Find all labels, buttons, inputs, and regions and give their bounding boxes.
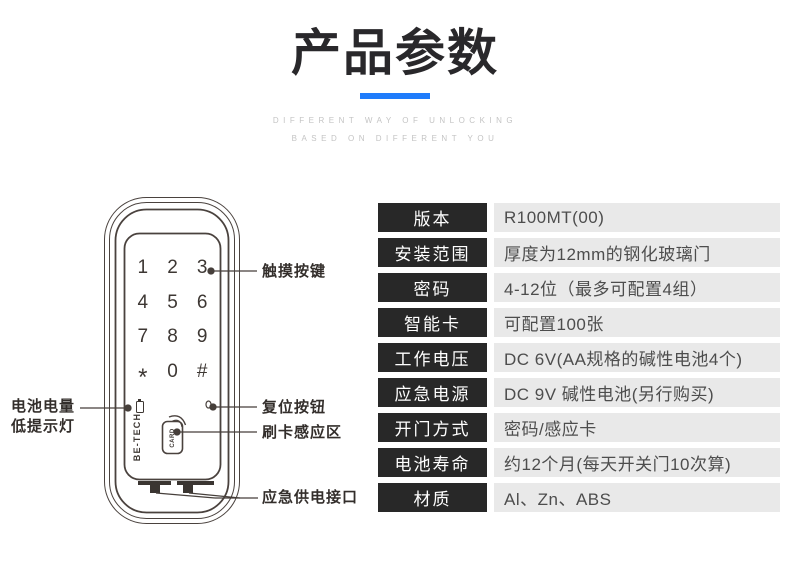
title-underline [360, 93, 430, 99]
subtitle: DIFFERENT WAY OF UNLOCKING BASED ON DIFF… [0, 112, 790, 148]
keypad-key: 3 [196, 257, 208, 279]
keypad-key: 1 [137, 257, 149, 279]
spec-value: R100MT(00) [494, 203, 780, 232]
spec-row: 电池寿命约12个月(每天开关门10次算) [378, 448, 780, 477]
spec-value: Al、Zn、ABS [494, 483, 780, 512]
keypad-key: 4 [137, 291, 149, 313]
subtitle-line1: DIFFERENT WAY OF UNLOCKING [272, 116, 518, 125]
battery-icon [136, 399, 144, 413]
spec-label: 工作电压 [378, 343, 487, 372]
spec-value: 可配置100张 [494, 308, 780, 337]
spec-label: 版本 [378, 203, 487, 232]
spec-row: 安装范围厚度为12mm的钢化玻璃门 [378, 238, 780, 267]
spec-label: 开门方式 [378, 413, 487, 442]
spec-value: 约12个月(每天开关门10次算) [494, 448, 780, 477]
callout-reset-button: 复位按钮 [262, 399, 327, 416]
card-icon-label: CARD [170, 428, 176, 448]
brand-label: BE-TECH [132, 412, 142, 462]
spec-value: 厚度为12mm的钢化玻璃门 [494, 238, 780, 267]
callout-battery-low-line1: 电池电量 [11, 398, 76, 415]
spec-value: DC 6V(AA规格的碱性电池4个) [494, 343, 780, 372]
spec-row: 智能卡可配置100张 [378, 308, 780, 337]
header: 产品参数 DIFFERENT WAY OF UNLOCKING BASED ON… [0, 0, 790, 148]
keypad-key: 9 [196, 326, 208, 348]
keypad-key: 5 [167, 291, 178, 313]
keypad-key: 7 [137, 326, 149, 348]
spec-label: 密码 [378, 273, 487, 302]
spec-label: 安装范围 [378, 238, 487, 267]
spec-value: 4-12位（最多可配置4组） [494, 273, 780, 302]
spec-value: DC 9V 碱性电池(另行购买) [494, 378, 780, 407]
callout-touch-keys: 触摸按键 [262, 263, 327, 280]
keypad-key: 0 [167, 360, 178, 382]
callout-battery-low: 电池电量 低提示灯 [11, 397, 75, 437]
callout-card-reader: 刷卡感应区 [262, 424, 343, 441]
page-title: 产品参数 [291, 25, 499, 81]
keypad-key: * [138, 363, 148, 391]
spec-label: 材质 [378, 483, 487, 512]
keypad-key: 2 [167, 257, 178, 279]
spec-label: 电池寿命 [378, 448, 487, 477]
subtitle-line2: BASED ON DIFFERENT YOU [291, 134, 499, 143]
spec-label: 应急电源 [378, 378, 487, 407]
keypad-key: 6 [196, 291, 208, 313]
callout-emergency-power: 应急供电接口 [262, 489, 359, 506]
callout-battery-low-line2: 低提示灯 [11, 418, 76, 435]
spec-label: 智能卡 [378, 308, 487, 337]
spec-row: 开门方式密码/感应卡 [378, 413, 780, 442]
keypad-key: 8 [167, 326, 178, 348]
keypad-key: # [196, 360, 208, 382]
spec-value: 密码/感应卡 [494, 413, 780, 442]
